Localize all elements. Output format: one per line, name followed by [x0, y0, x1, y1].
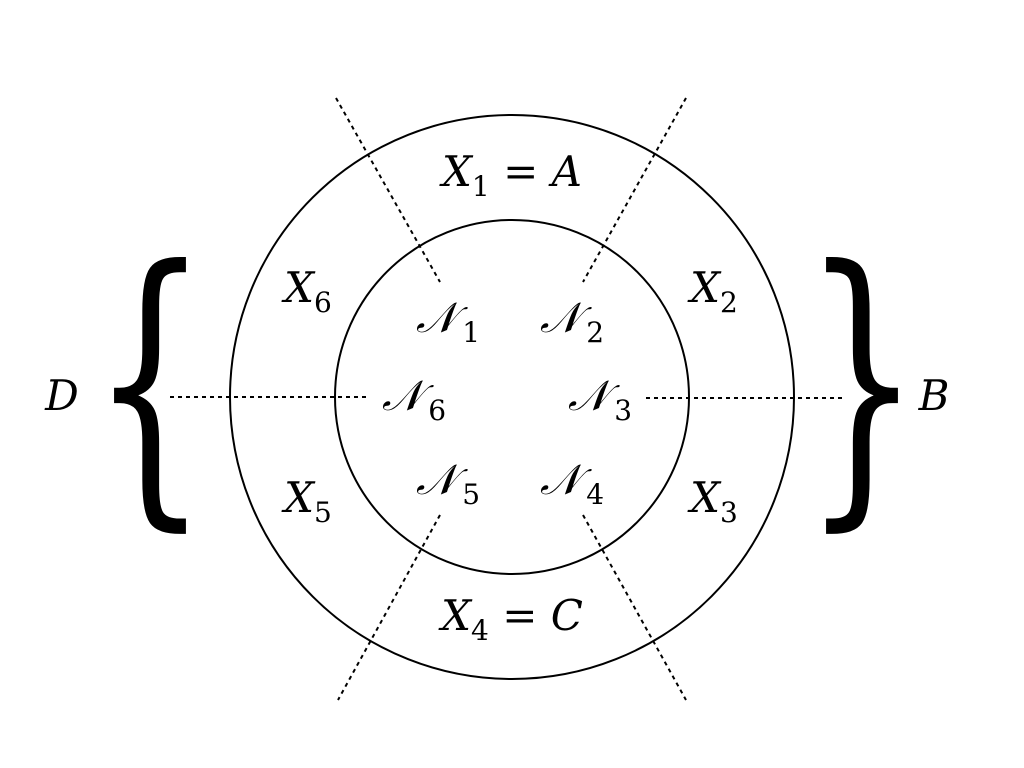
region-label-x2: X2	[687, 263, 738, 319]
brace-label-d: D	[44, 371, 79, 420]
region-label-x6: X6	[281, 263, 332, 319]
region-label-x3: X3	[687, 473, 738, 529]
region-label-x1: X1 = A	[439, 147, 582, 203]
partition-lines	[170, 97, 842, 701]
brace-label-b: B	[918, 371, 950, 420]
partition-line-bottom-left	[337, 514, 441, 701]
partition-line-top-right	[582, 97, 687, 283]
left-brace: {	[91, 206, 209, 556]
region-label-x5: X5	[281, 473, 332, 529]
region-label-x4: X4 = C	[438, 591, 583, 647]
partition-line-bottom-right	[582, 514, 687, 701]
partition-line-top-left	[335, 97, 441, 283]
right-brace: }	[803, 206, 921, 556]
